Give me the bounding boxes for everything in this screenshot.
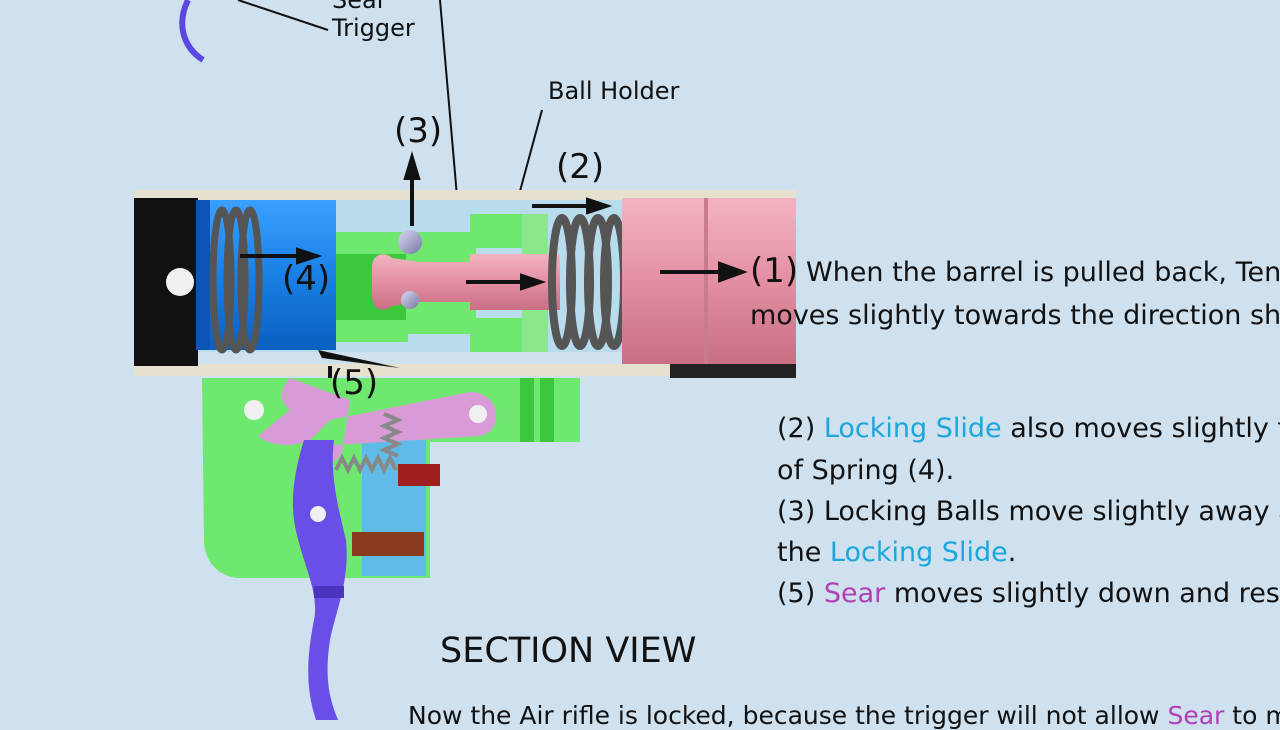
sear-top-label: Sear <box>332 0 387 14</box>
text-line-1b: moves slightly towards the direction sh <box>750 300 1280 331</box>
text-line-3b-post: . <box>1007 537 1017 568</box>
end-cap-hole <box>166 268 194 296</box>
adjust-screw-lower <box>352 532 424 556</box>
text-line-2a-rest: also moves slightly f <box>1010 413 1280 444</box>
sear-term: Sear <box>823 578 886 609</box>
ball-holder-label: Ball Holder <box>548 77 680 105</box>
text-line-2a: (2) Locking Slide also moves slightly f <box>777 415 1280 442</box>
marker-2: (2) <box>556 147 605 187</box>
text-line-3b-pre: the <box>777 537 822 568</box>
text-line-5-rest: moves slightly down and rest <box>893 578 1280 609</box>
text-line-2a-num: (2) <box>777 413 816 444</box>
trigger-label: Trigger <box>332 14 415 42</box>
bottom-text-post: to m <box>1232 701 1280 730</box>
housing-top-strip <box>134 190 796 200</box>
locking-slide-term-2: Locking Slide <box>829 537 1008 568</box>
trigger-blade <box>292 440 347 720</box>
marker-4: (4) <box>282 259 331 299</box>
bottom-text-line: Now the Air rifle is locked, because the… <box>408 703 1280 728</box>
motion-arrows <box>240 151 748 431</box>
text-line-5-num: (5) <box>777 578 816 609</box>
section-view-title: SECTION VIEW <box>440 631 697 671</box>
top-leader-line <box>439 0 459 209</box>
bottom-text-pre: Now the Air rifle is locked, because the… <box>408 701 1160 730</box>
sear <box>258 378 497 465</box>
trigger-top-curve <box>179 0 205 63</box>
text-line-2b: of Spring (4). <box>777 455 955 486</box>
marker-3: (3) <box>394 111 443 151</box>
marker-5: (5) <box>330 363 379 403</box>
adjust-screw-upper <box>398 464 440 486</box>
barrel <box>622 198 796 364</box>
sear-spring <box>334 412 404 475</box>
text-line-1: When the barrel is pulled back, Ten <box>806 257 1280 288</box>
locking-ball-lower <box>401 291 419 309</box>
left-spring <box>209 206 263 354</box>
text-line-5: (5) Sear moves slightly down and rest <box>777 580 1280 607</box>
trigger-leader-line <box>237 0 329 31</box>
text-line-3a: (3) Locking Balls move slightly away a <box>777 496 1280 527</box>
housing-bottom-strip <box>134 364 796 376</box>
locking-ball <box>398 230 422 254</box>
text-line-3b: the Locking Slide. <box>777 539 1016 566</box>
locking-slide-term: Locking Slide <box>823 413 1002 444</box>
bottom-sear-term: Sear <box>1167 701 1225 730</box>
marker-1: (1) <box>750 251 799 291</box>
